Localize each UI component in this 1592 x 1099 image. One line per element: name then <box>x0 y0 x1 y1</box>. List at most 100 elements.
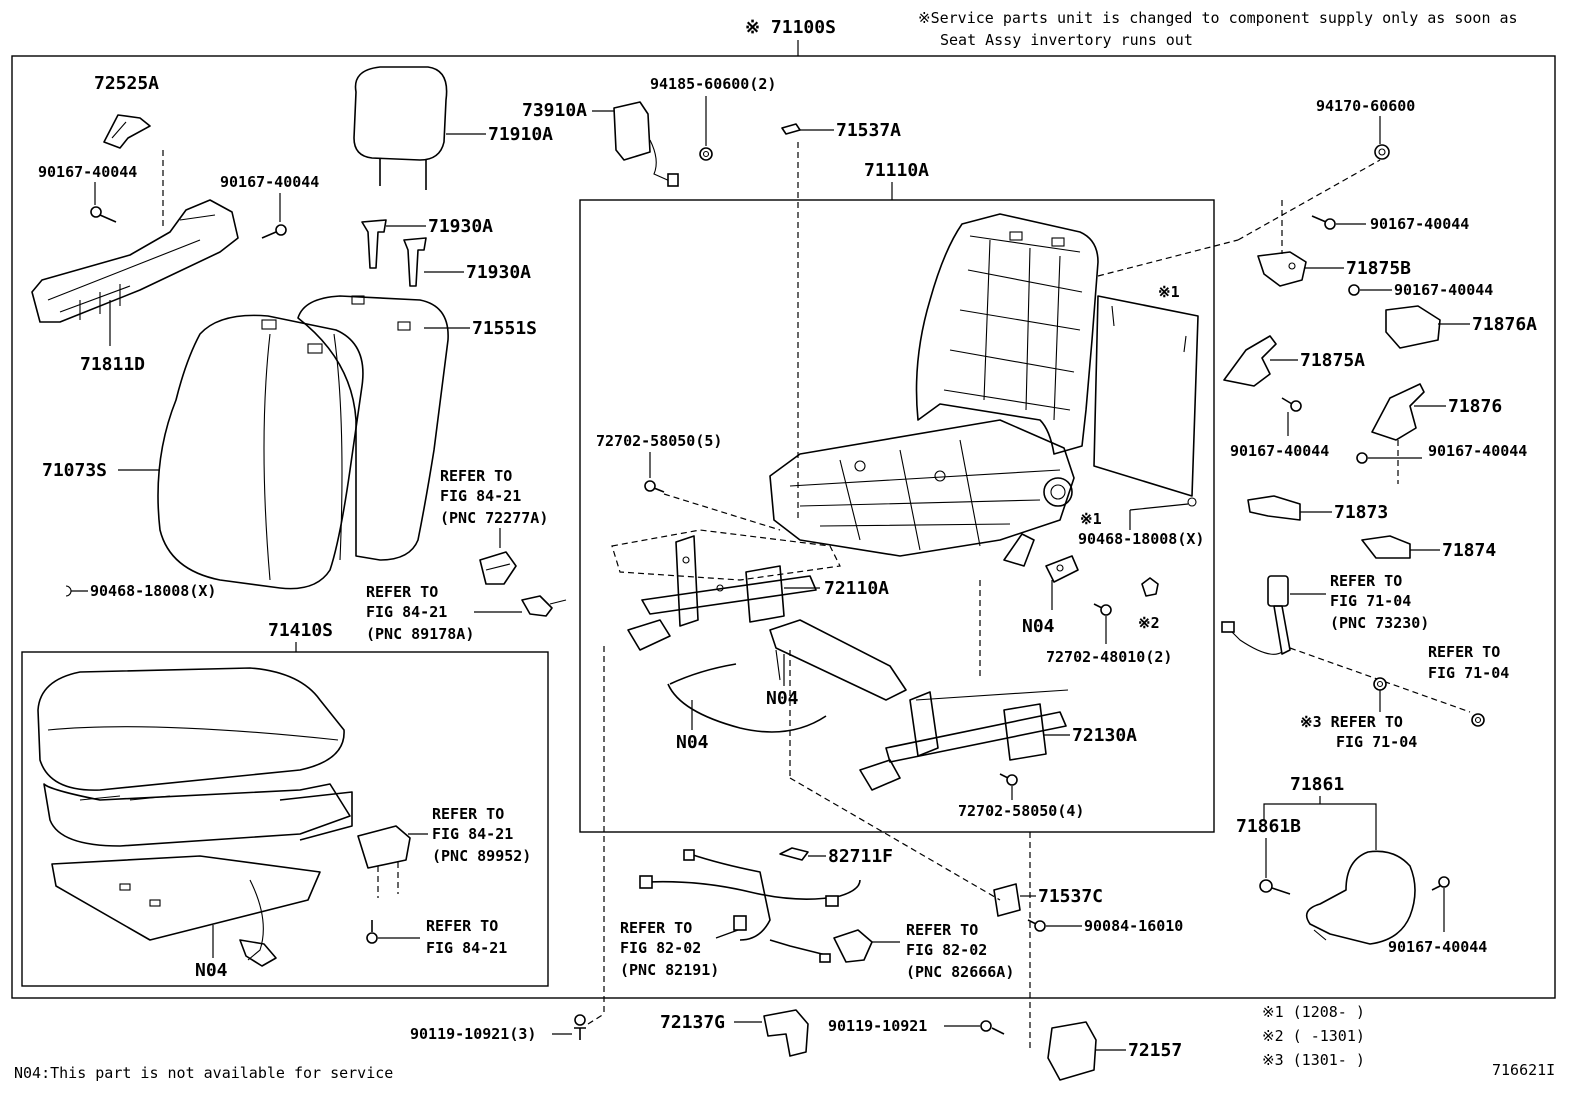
ref6-line1: REFER TO <box>1428 643 1500 661</box>
label-90167-e: 90167-40044 <box>1230 442 1329 460</box>
label-94185: 94185-60600(2) <box>650 75 776 93</box>
label-71874: 71874 <box>1442 540 1496 561</box>
connector-72277A-icon <box>479 551 517 585</box>
harness-82191-drawing <box>639 849 861 963</box>
nut-94170-icon <box>1374 144 1390 160</box>
back-pad-71551S-drawing <box>297 295 449 561</box>
headrest-71910A-drawing <box>353 66 448 190</box>
nut-ref7-icon <box>1373 677 1387 691</box>
ref8-line3: (PNC 82191) <box>620 961 719 979</box>
ref3-line3: (PNC 89952) <box>432 847 531 865</box>
dash-to-71537C <box>789 777 1001 901</box>
label-90084: 90084-16010 <box>1084 917 1183 935</box>
ref1-line3: (PNC 72277A) <box>440 509 548 527</box>
marker-1b: ※1 <box>1080 510 1102 528</box>
dash-90119-3 <box>587 1013 605 1025</box>
ref9-line1: REFER TO <box>906 921 978 939</box>
label-71110A: 71110A <box>864 160 929 181</box>
wire-82711F-icon <box>779 847 809 861</box>
bracket-71875B-drawing <box>1257 251 1307 287</box>
cushion-assy-box <box>21 651 549 987</box>
ref9-line2: FIG 82-02 <box>906 941 987 959</box>
bracket-71873-drawing <box>1247 495 1301 521</box>
legend-line3: ※3 (1301- ) <box>1262 1051 1365 1069</box>
knob-72525A-drawing <box>103 114 151 149</box>
side-cover-71811D-drawing <box>31 199 239 323</box>
bolt-90119-3-icon <box>574 1014 586 1040</box>
label-90167-c: 90167-40044 <box>1370 215 1469 233</box>
wire-N04-b-drawing <box>667 663 827 733</box>
seat-cushion-drawing <box>37 667 353 967</box>
ref5-line2: FIG 71-04 <box>1330 592 1411 610</box>
label-72525A: 72525A <box>94 73 159 94</box>
bolt-90167-f-icon <box>1356 452 1368 464</box>
label-N04-c: N04 <box>676 732 709 753</box>
label-72702-48010: 72702-48010(2) <box>1046 648 1172 666</box>
footer-note: N04:This part is not available for servi… <box>14 1064 393 1082</box>
legend-line2: ※2 ( -1301) <box>1262 1027 1365 1045</box>
label-72130A: 72130A <box>1072 725 1137 746</box>
label-90468-a: 90468-18008(X) <box>90 582 216 600</box>
label-90167-a: 90167-40044 <box>38 163 137 181</box>
clip-71537C-drawing <box>993 883 1021 917</box>
headrest-support-a-icon <box>361 219 387 269</box>
nut-ref6-icon <box>1471 713 1485 727</box>
bolt-90119-icon <box>980 1020 1005 1035</box>
label-82711F: 82711F <box>828 846 893 867</box>
label-71930A-2: 71930A <box>466 262 531 283</box>
dash-72702-5 <box>663 493 781 531</box>
label-71876A: 71876A <box>1472 314 1537 335</box>
bolt-90167-g-icon <box>1431 876 1450 891</box>
label-90119: 90119-10921 <box>828 1017 927 1035</box>
seat-frame-71110A-drawing <box>769 213 1099 557</box>
label-71875A: 71875A <box>1300 350 1365 371</box>
bracket-71875A-drawing <box>1223 335 1277 387</box>
label-N04-a: N04 <box>1022 616 1055 637</box>
label-72702-5: 72702-58050(5) <box>596 432 722 450</box>
service-note-line2: Seat Assy invertory runs out <box>940 31 1193 49</box>
bracket-71874-drawing <box>1361 535 1411 559</box>
label-71073S: 71073S <box>42 460 107 481</box>
cover-71861-drawing <box>1305 850 1416 945</box>
label-71537A: 71537A <box>836 120 901 141</box>
label-71873: 71873 <box>1334 502 1388 523</box>
legend-line1: ※1 (1208- ) <box>1262 1003 1365 1021</box>
label-71811D: 71811D <box>80 354 145 375</box>
ref3-line2: FIG 84-21 <box>432 825 513 843</box>
leader-ref8 <box>715 929 739 939</box>
lever-N04-a-drawing <box>1003 533 1079 583</box>
label-71537C: 71537C <box>1038 886 1103 907</box>
label-71876: 71876 <box>1448 396 1502 417</box>
figure-id: 716621I <box>1492 1061 1555 1079</box>
slide-cover-N04-drawing <box>769 619 907 701</box>
ref5-line3: (PNC 73230) <box>1330 614 1429 632</box>
seat-frame-box <box>579 199 1215 833</box>
bolt-90084-icon <box>1027 919 1046 932</box>
label-90167-b: 90167-40044 <box>220 173 319 191</box>
bolt-72702-5-icon <box>644 480 665 493</box>
ref7-line1: ※3 REFER TO <box>1300 713 1403 731</box>
bolt-90167-d-icon <box>1348 284 1360 296</box>
clip-71537A-icon <box>781 123 801 135</box>
connector-89178A-icon <box>521 595 567 617</box>
label-71410S: 71410S <box>268 620 333 641</box>
label-90119-3: 90119-10921(3) <box>410 1025 536 1043</box>
label-71930A-1: 71930A <box>428 216 493 237</box>
label-90167-g: 90167-40044 <box>1388 938 1487 956</box>
ref3-line1: REFER TO <box>432 805 504 823</box>
label-72137G: 72137G <box>660 1012 725 1033</box>
bolt-90167-c-icon <box>1311 215 1336 230</box>
ref2-line1: REFER TO <box>366 583 438 601</box>
label-72110A: 72110A <box>824 578 889 599</box>
label-N04-d: N04 <box>195 960 228 981</box>
cover-71876A-drawing <box>1385 305 1441 349</box>
label-90167-f: 90167-40044 <box>1428 442 1527 460</box>
rail-72110A-drawing <box>611 529 841 651</box>
back-board-panel-drawing <box>1093 295 1199 507</box>
ref1-line2: FIG 84-21 <box>440 487 521 505</box>
module-89952-icon <box>357 825 411 898</box>
main-frame <box>11 55 1556 999</box>
label-71910A: 71910A <box>488 124 553 145</box>
marker-2: ※2 <box>1138 614 1160 632</box>
